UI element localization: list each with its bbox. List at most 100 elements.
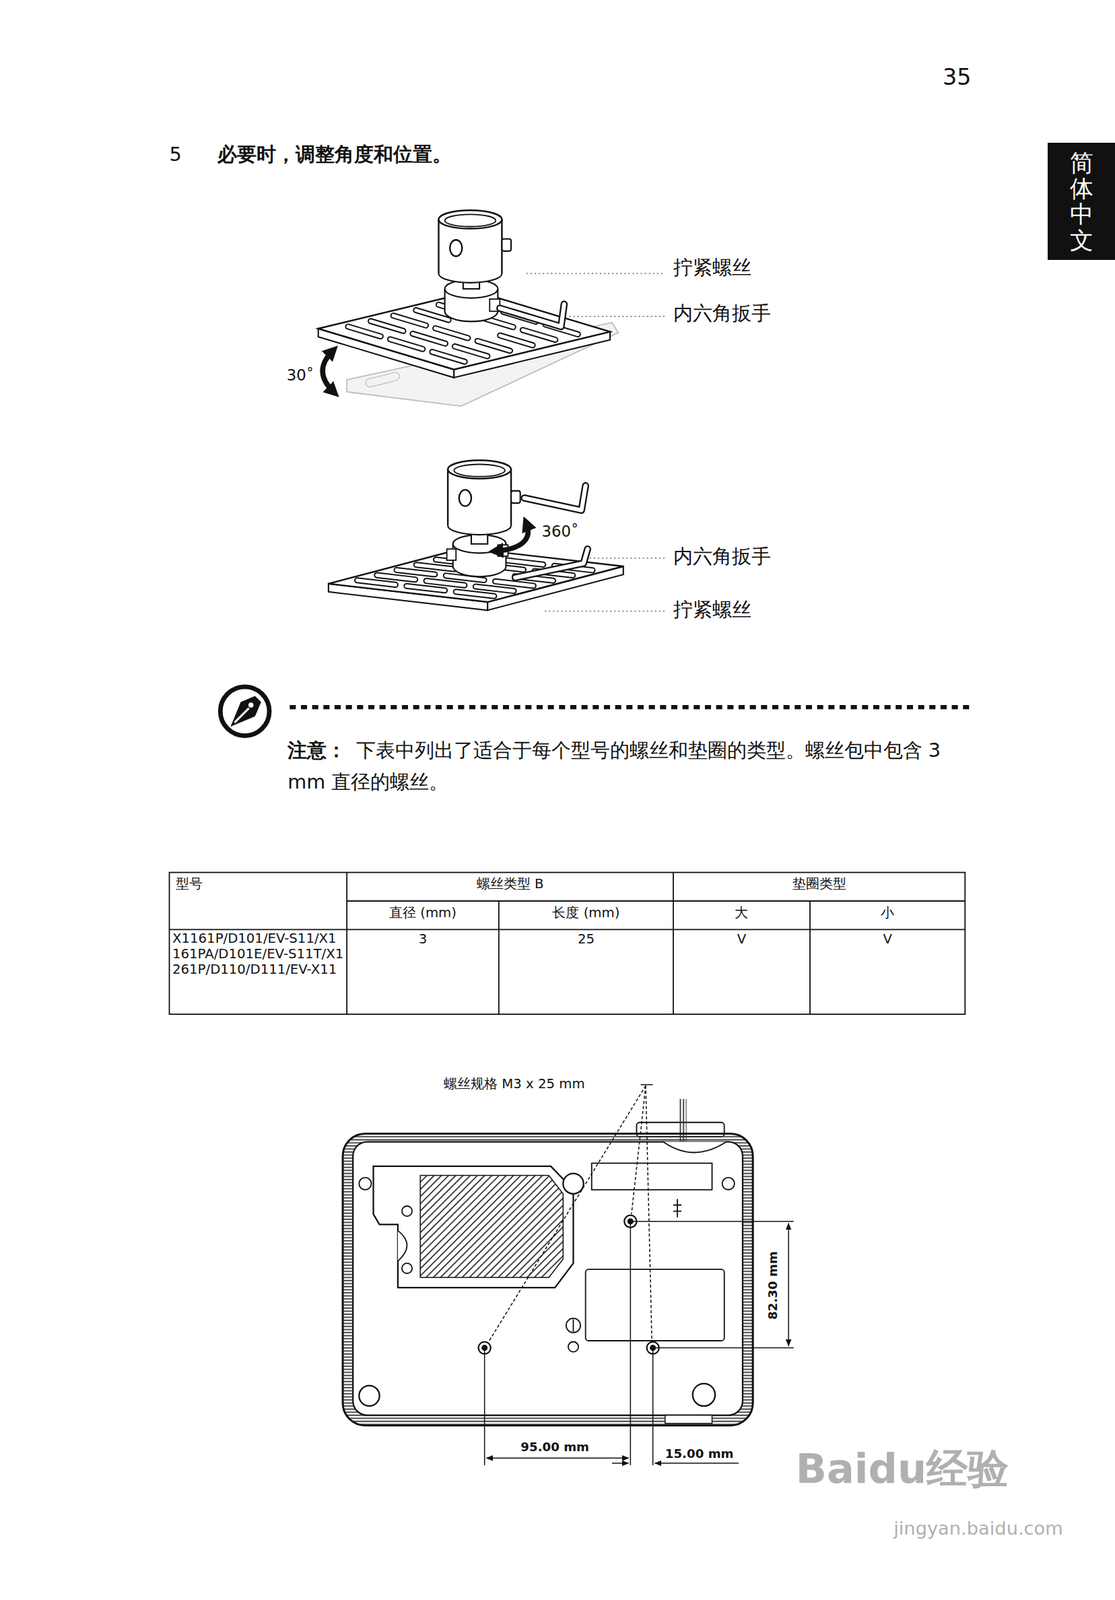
- projector-bottom-view: [401, 1263, 413, 1274]
- mount-tilt-illustration: [526, 272, 666, 275]
- plate-slot: [396, 569, 435, 575]
- projector-bottom-view: [585, 1269, 725, 1341]
- plate-slot: [495, 581, 534, 586]
- plate-slot: [435, 328, 468, 339]
- leader-line: [488, 1085, 646, 1342]
- plate-slot: [416, 310, 449, 321]
- plate-slot: [416, 564, 455, 570]
- note-text: 下表中列出了适合于每个型号的螺丝和垫圈的类型。螺丝包中包含 3 mm 直径的螺丝…: [287, 738, 941, 794]
- plate-slot: [426, 581, 465, 586]
- part-label: 内六角扳手: [673, 544, 771, 569]
- angle-label: 30˚: [286, 366, 314, 385]
- dimension-line: [787, 1223, 790, 1346]
- part-label: 内六角扳手: [673, 301, 771, 326]
- projector-bottom-view: [568, 1341, 579, 1353]
- plate-slot: [348, 326, 381, 337]
- mount-tilt-illustration: [499, 304, 564, 327]
- mount-rotate-illustration: [515, 548, 588, 578]
- mount-rotate-illustration: [447, 459, 512, 479]
- projector-bottom-view: [566, 1318, 581, 1333]
- leader-line: [631, 1085, 646, 1214]
- leader-line: [645, 1085, 652, 1341]
- plate-slot: [454, 346, 487, 357]
- table-cell: V: [673, 931, 810, 948]
- watermark: jingyan.baidu.com: [893, 1517, 1064, 1540]
- page-number: 35: [942, 63, 971, 91]
- projector-bottom-view: [373, 1166, 574, 1288]
- dimension-line: [484, 1347, 486, 1466]
- dimension-line: [486, 1457, 629, 1459]
- dimension-line: [630, 1221, 632, 1466]
- projector-bottom-view: [562, 1173, 584, 1194]
- table-grid: [672, 872, 674, 1015]
- mount-tilt-illustration: [438, 210, 502, 229]
- plate-slot: [500, 335, 533, 346]
- mount-rotate-illustration: [447, 548, 457, 561]
- mount-tilt-illustration: [449, 239, 462, 256]
- mount-tilt-illustration: [364, 371, 401, 388]
- plate-slot: [393, 315, 426, 326]
- table-cell: 25: [498, 931, 674, 948]
- plate-slot: [416, 564, 455, 570]
- plate-slot: [426, 581, 465, 586]
- plate-slot: [435, 328, 468, 339]
- table-cell: 垫圈类型: [673, 875, 965, 893]
- plate-slot: [370, 321, 404, 332]
- mount-rotate-illustration: [524, 485, 586, 510]
- plate-slot: [389, 339, 423, 350]
- table-cell: 小: [809, 904, 965, 922]
- angle-label: 360˚: [542, 522, 580, 541]
- table-cell: 直径 (mm): [346, 904, 499, 922]
- projector-bottom-view: [572, 1319, 575, 1332]
- projector-bottom-view: [722, 1177, 735, 1190]
- plate-slot: [475, 586, 514, 592]
- mount-tilt-illustration: [318, 210, 666, 407]
- leader-line: [488, 1085, 652, 1342]
- plate-slot: [370, 321, 404, 332]
- plate-slot: [522, 329, 555, 341]
- note-paragraph: 注意：下表中列出了适合于每个型号的螺丝和垫圈的类型。螺丝包中包含 3 mm 直径…: [287, 734, 949, 798]
- plate-slot: [432, 352, 465, 363]
- mount-rotate-illustration: [459, 489, 472, 506]
- plate-slot: [389, 339, 423, 350]
- mount-tilt-illustration: [499, 304, 564, 327]
- table-cell: X1161P/D101/EV-S11/X1161PA/D101E/EV-S11T…: [172, 931, 345, 977]
- plate-slot: [475, 586, 514, 592]
- plate-slot: [522, 329, 555, 341]
- projector-bottom-view: [342, 1133, 753, 1425]
- mount-rotate-illustration: [589, 557, 666, 559]
- note-icon: [220, 686, 270, 736]
- table-cell: 型号: [175, 875, 203, 893]
- mount-rotate-illustration: [453, 464, 505, 477]
- projector-bottom-view: [342, 1098, 753, 1426]
- note-icon: [248, 702, 254, 708]
- table-cell: 螺丝类型 B: [346, 875, 674, 893]
- dimension-line: [653, 1347, 794, 1349]
- dimension-line: [652, 1347, 654, 1466]
- dimension-label: 95.00 mm: [503, 1439, 606, 1455]
- table-cell: 3: [346, 931, 499, 948]
- mount-tilt-illustration: [444, 288, 446, 312]
- note-icon: [234, 708, 249, 723]
- plate-slot: [455, 591, 495, 597]
- table-grid: [169, 872, 966, 1015]
- mount-tilt-illustration: [437, 219, 439, 274]
- plate-slot: [393, 315, 426, 326]
- plate-slot: [348, 326, 381, 337]
- plate-slot: [377, 575, 416, 580]
- tab-text: 简体中文: [1069, 150, 1094, 254]
- mount-rotate-illustration: [511, 490, 521, 503]
- table-cell: 长度 (mm): [498, 904, 674, 922]
- table-grid: [809, 900, 811, 1015]
- plate-slot: [477, 340, 510, 351]
- projector-bottom-view: [358, 1385, 380, 1406]
- plate-slot: [495, 581, 534, 586]
- mount-tilt-illustration: [445, 214, 497, 227]
- table-grid: [169, 929, 966, 931]
- mount-rotate-illustration: [447, 469, 449, 526]
- table-cell: 大: [673, 904, 810, 922]
- mount-rotate-illustration: [544, 610, 666, 613]
- projector-bottom-view: [352, 1141, 743, 1416]
